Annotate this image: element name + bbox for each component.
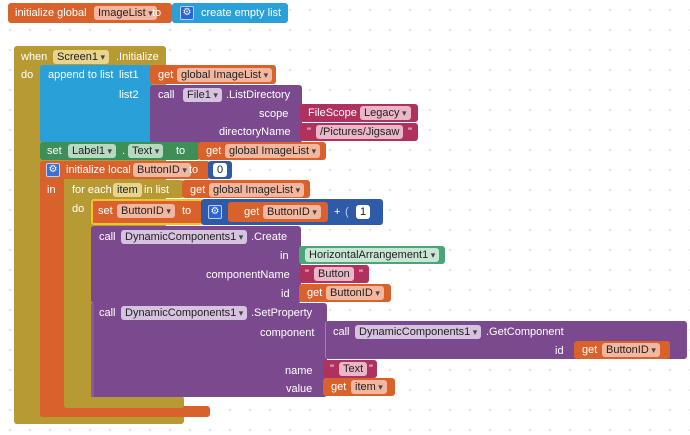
- in-list-label: in list: [144, 184, 170, 196]
- button-text-field[interactable]: Button: [314, 267, 354, 281]
- quote-open: ": [305, 268, 309, 280]
- list1-label: list1: [119, 69, 139, 81]
- plus-operator: +: [334, 206, 341, 218]
- text-property-dropdown[interactable]: Text: [128, 144, 164, 158]
- paren-open: (: [345, 206, 349, 218]
- buttonid-var-dropdown[interactable]: ButtonID: [117, 204, 175, 218]
- initialize-global-label: initialize global: [15, 7, 87, 19]
- call-label: call: [99, 231, 116, 243]
- call-label: call: [99, 307, 116, 319]
- to-label: to: [152, 7, 162, 19]
- setproperty-method-label: .SetProperty: [251, 307, 313, 319]
- filescope-value-dropdown[interactable]: Legacy: [360, 106, 411, 120]
- item-get-dropdown[interactable]: item: [351, 380, 387, 394]
- dynamiccomponents-dropdown[interactable]: DynamicComponents1: [121, 230, 248, 244]
- set-buttonid-to-label: to: [182, 205, 192, 217]
- id-param-label: id: [555, 345, 564, 357]
- call-label: call: [333, 326, 350, 338]
- path-close-quote: ": [408, 126, 412, 138]
- screen-component-dropdown[interactable]: Screen1: [53, 50, 110, 64]
- set-to-label: to: [176, 145, 186, 157]
- get-label: get: [190, 184, 206, 196]
- get-label: get: [331, 381, 347, 393]
- component-param-label: component: [260, 327, 315, 339]
- local-var-name-field[interactable]: ButtonID: [133, 163, 191, 177]
- global-var-name-field[interactable]: ImageList: [94, 6, 157, 20]
- get-label: get: [158, 69, 174, 81]
- buttonid-get-dropdown[interactable]: ButtonID: [263, 205, 321, 219]
- for-each-label: for each: [72, 184, 112, 196]
- addition-gear-icon[interactable]: ⚙: [208, 205, 222, 219]
- quote-open: ": [330, 363, 334, 375]
- buttonid-get-dropdown-2[interactable]: ButtonID: [326, 286, 384, 300]
- quote-close: ": [359, 268, 363, 280]
- item-var-field[interactable]: item: [113, 183, 142, 197]
- do-label: do: [21, 69, 34, 81]
- value-param-label: value: [286, 383, 313, 395]
- listdirectory-method-label: .ListDirectory: [226, 89, 291, 101]
- get-label: get: [244, 206, 260, 218]
- in-label: in: [47, 184, 56, 196]
- get-label: get: [206, 145, 222, 157]
- create-method-label: .Create: [251, 231, 288, 243]
- directory-path-field[interactable]: /Pictures/Jigsaw: [316, 125, 404, 139]
- horizontalarrangement-dropdown[interactable]: HorizontalArrangement1: [305, 248, 440, 262]
- foreach-do-label: do: [72, 203, 85, 215]
- global-imagelist-dropdown[interactable]: global ImageList: [177, 68, 273, 82]
- gear-icon[interactable]: ⚙: [180, 6, 194, 20]
- create-empty-list-label: create empty list: [201, 7, 282, 19]
- create-empty-list-block[interactable]: [172, 3, 288, 23]
- global-imagelist-dropdown-3[interactable]: global ImageList: [209, 183, 305, 197]
- directoryname-label: directoryName: [219, 126, 291, 138]
- file-listdirectory-block[interactable]: [150, 85, 302, 143]
- append-to-list-label: append to list: [48, 69, 114, 81]
- quote-close: ": [369, 363, 373, 375]
- filescope-label: FileScope: [308, 107, 357, 119]
- initialize-local-label: initialize local: [66, 164, 131, 176]
- dot-separator: .: [122, 145, 126, 157]
- mutator-gear-icon[interactable]: ⚙: [46, 163, 60, 177]
- list2-label: list2: [119, 89, 139, 101]
- for-each-footer: [64, 397, 184, 408]
- text-string-field[interactable]: Text: [339, 362, 368, 376]
- get-label: get: [307, 287, 323, 299]
- initialize-local-footer: [40, 406, 210, 417]
- scope-label: scope: [259, 108, 289, 120]
- get-label: get: [582, 344, 598, 356]
- global-imagelist-dropdown-2[interactable]: global ImageList: [225, 144, 321, 158]
- dynamiccomponents-dropdown-2[interactable]: DynamicComponents1: [121, 306, 248, 320]
- set-label: set: [47, 145, 62, 157]
- label1-component-dropdown[interactable]: Label1: [68, 144, 117, 158]
- buttonid-get-dropdown-3[interactable]: ButtonID: [602, 343, 660, 357]
- set-label: set: [98, 205, 113, 217]
- initialize-local-block[interactable]: [40, 161, 64, 417]
- getcomponent-method-label: .GetComponent: [486, 326, 564, 338]
- in-param-label: in: [280, 250, 289, 262]
- call-label: call: [158, 89, 175, 101]
- for-each-block[interactable]: [64, 180, 92, 408]
- number-one-field[interactable]: 1: [356, 205, 371, 219]
- name-param-label: name: [285, 365, 313, 377]
- number-zero-field[interactable]: 0: [213, 163, 228, 177]
- append-to-list-block[interactable]: [40, 65, 152, 143]
- componentname-param-label: componentName: [206, 269, 290, 281]
- local-to-label: to: [189, 164, 199, 176]
- file-component-dropdown[interactable]: File1: [183, 88, 222, 102]
- dynamiccomponents-dropdown-3[interactable]: DynamicComponents1: [355, 325, 482, 339]
- setproperty-edge: [91, 303, 94, 397]
- id-param-label: id: [281, 288, 290, 300]
- initialize-event-label: .Initialize: [116, 51, 159, 63]
- path-open-quote: ": [307, 126, 311, 138]
- when-label: when: [21, 51, 48, 63]
